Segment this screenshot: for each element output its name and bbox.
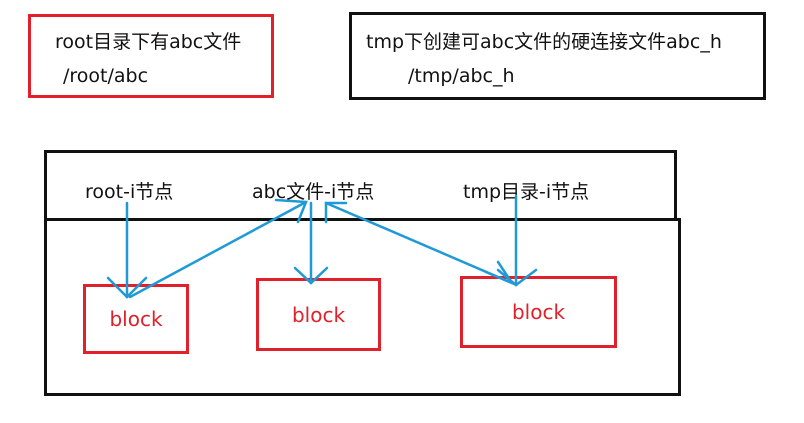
tmp-inode-label: tmp目录-i节点: [463, 181, 590, 203]
root-note-box: root目录下有abc文件 /root/abc: [28, 14, 274, 98]
arrow-root-to-block1: [106, 201, 148, 299]
arrow-tmp-to-abc: [324, 201, 516, 286]
block-2-label: block: [291, 302, 346, 327]
block-2: block: [256, 278, 381, 351]
tmp-note-line1: tmp下创建可abc文件的硬连接文件abc_h: [366, 31, 722, 53]
abc-inode-label: abc文件-i节点: [252, 181, 375, 203]
block-3-label: block: [511, 300, 566, 324]
arrows-group: [106, 194, 538, 299]
root-note-line1: root目录下有abc文件: [55, 31, 242, 53]
block-1-label: block: [109, 307, 163, 331]
arrow-block1-to-abc: [128, 198, 308, 299]
root-inode-label: root-i节点: [85, 181, 174, 203]
arrow-tmp-to-block3: [496, 194, 538, 287]
tmp-note-line2: /tmp/abc_h: [408, 65, 515, 87]
root-note-line2: /root/abc: [63, 65, 149, 87]
tmp-note-box: tmp下创建可abc文件的硬连接文件abc_h /tmp/abc_h: [349, 12, 766, 100]
arrow-abc-to-block2: [293, 201, 329, 285]
block-3: block: [460, 276, 617, 348]
block-1: block: [83, 284, 189, 354]
